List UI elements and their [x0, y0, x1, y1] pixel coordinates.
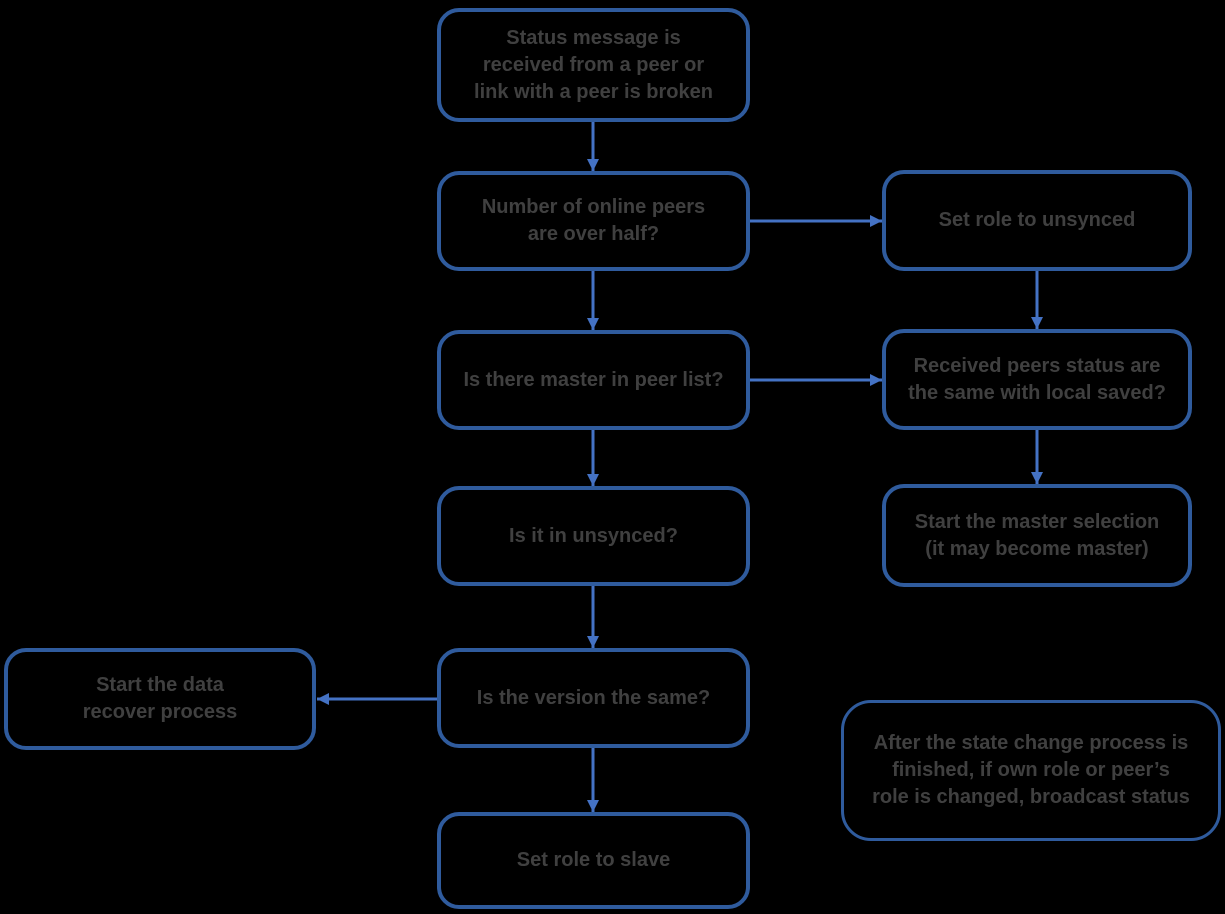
node-label: Start the master selection (it may becom…	[914, 510, 1160, 560]
node-label: Set role to unsynced	[938, 209, 1136, 231]
node-master-in-peer-list: Is there master in peer list?	[437, 330, 750, 430]
node-is-in-unsynced: Is it in unsynced?	[437, 486, 750, 586]
node-received-status-same: Received peers status are the same with …	[882, 329, 1192, 430]
note-broadcast-status: After the state change process is finish…	[841, 700, 1221, 841]
node-label: Received peers status are the same with …	[908, 354, 1166, 404]
node-label: Start the data recover process	[82, 674, 238, 723]
node-label: Number of online peers are over half?	[481, 196, 706, 245]
note-label: After the state change process is finish…	[872, 732, 1190, 808]
node-label: Status message is received from a peer o…	[474, 26, 713, 103]
node-label: Is it in unsynced?	[509, 524, 678, 547]
node-peers-over-half: Number of online peers are over half?	[437, 171, 750, 271]
node-label: Set role to slave	[516, 849, 671, 871]
node-is-version-same: Is the version the same?	[437, 648, 750, 748]
node-set-role-unsynced: Set role to unsynced	[882, 170, 1192, 271]
node-status-message-received: Status message is received from a peer o…	[437, 8, 750, 122]
node-start-data-recover: Start the data recover process	[4, 648, 316, 750]
node-label: Is the version the same?	[476, 686, 711, 709]
node-start-master-selection: Start the master selection (it may becom…	[882, 484, 1192, 587]
node-set-role-slave: Set role to slave	[437, 812, 750, 909]
node-label: Is there master in peer list?	[463, 368, 724, 391]
